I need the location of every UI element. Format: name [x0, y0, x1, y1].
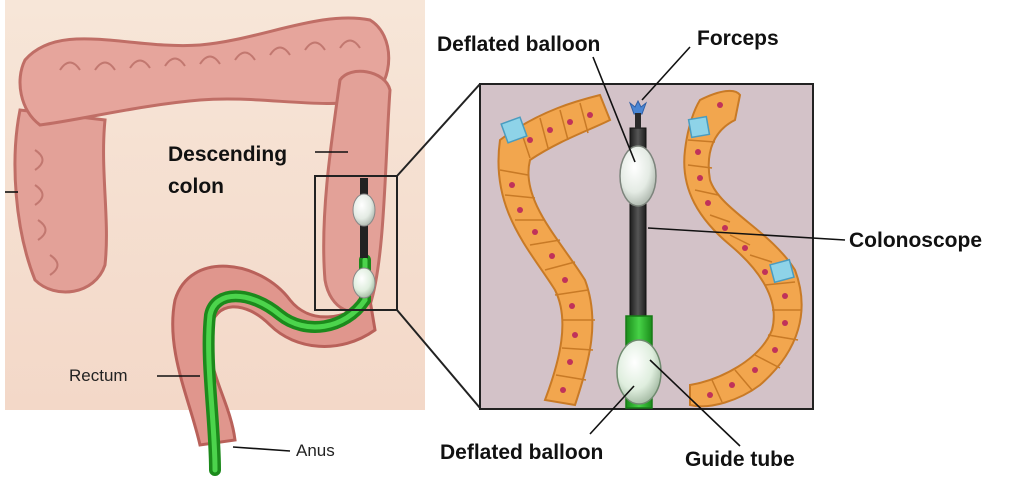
label-rectum: Rectum	[69, 366, 128, 386]
label-colonoscope: Colonoscope	[849, 229, 982, 253]
label-guide-tube: Guide tube	[685, 448, 795, 472]
label-descending-line2: colon	[168, 175, 224, 199]
leader-anus	[233, 447, 290, 451]
highlight-cell-right-top	[689, 117, 710, 138]
balloon-mini-top	[353, 194, 375, 226]
label-forceps: Forceps	[697, 27, 779, 51]
label-descending-line1: Descending	[168, 143, 287, 167]
label-deflated-balloon-top: Deflated balloon	[437, 33, 600, 57]
label-anus: Anus	[296, 441, 335, 461]
zoomed-lumen-panel	[480, 84, 813, 409]
deflated-balloon-bottom	[617, 340, 661, 404]
label-deflated-balloon-bottom: Deflated balloon	[440, 441, 603, 465]
forceps-wire	[635, 113, 641, 128]
ascending-colon	[15, 110, 106, 292]
balloon-mini-bottom	[353, 268, 375, 298]
colon-anatomy-illustration	[5, 0, 425, 470]
deflated-balloon-top	[620, 146, 656, 206]
